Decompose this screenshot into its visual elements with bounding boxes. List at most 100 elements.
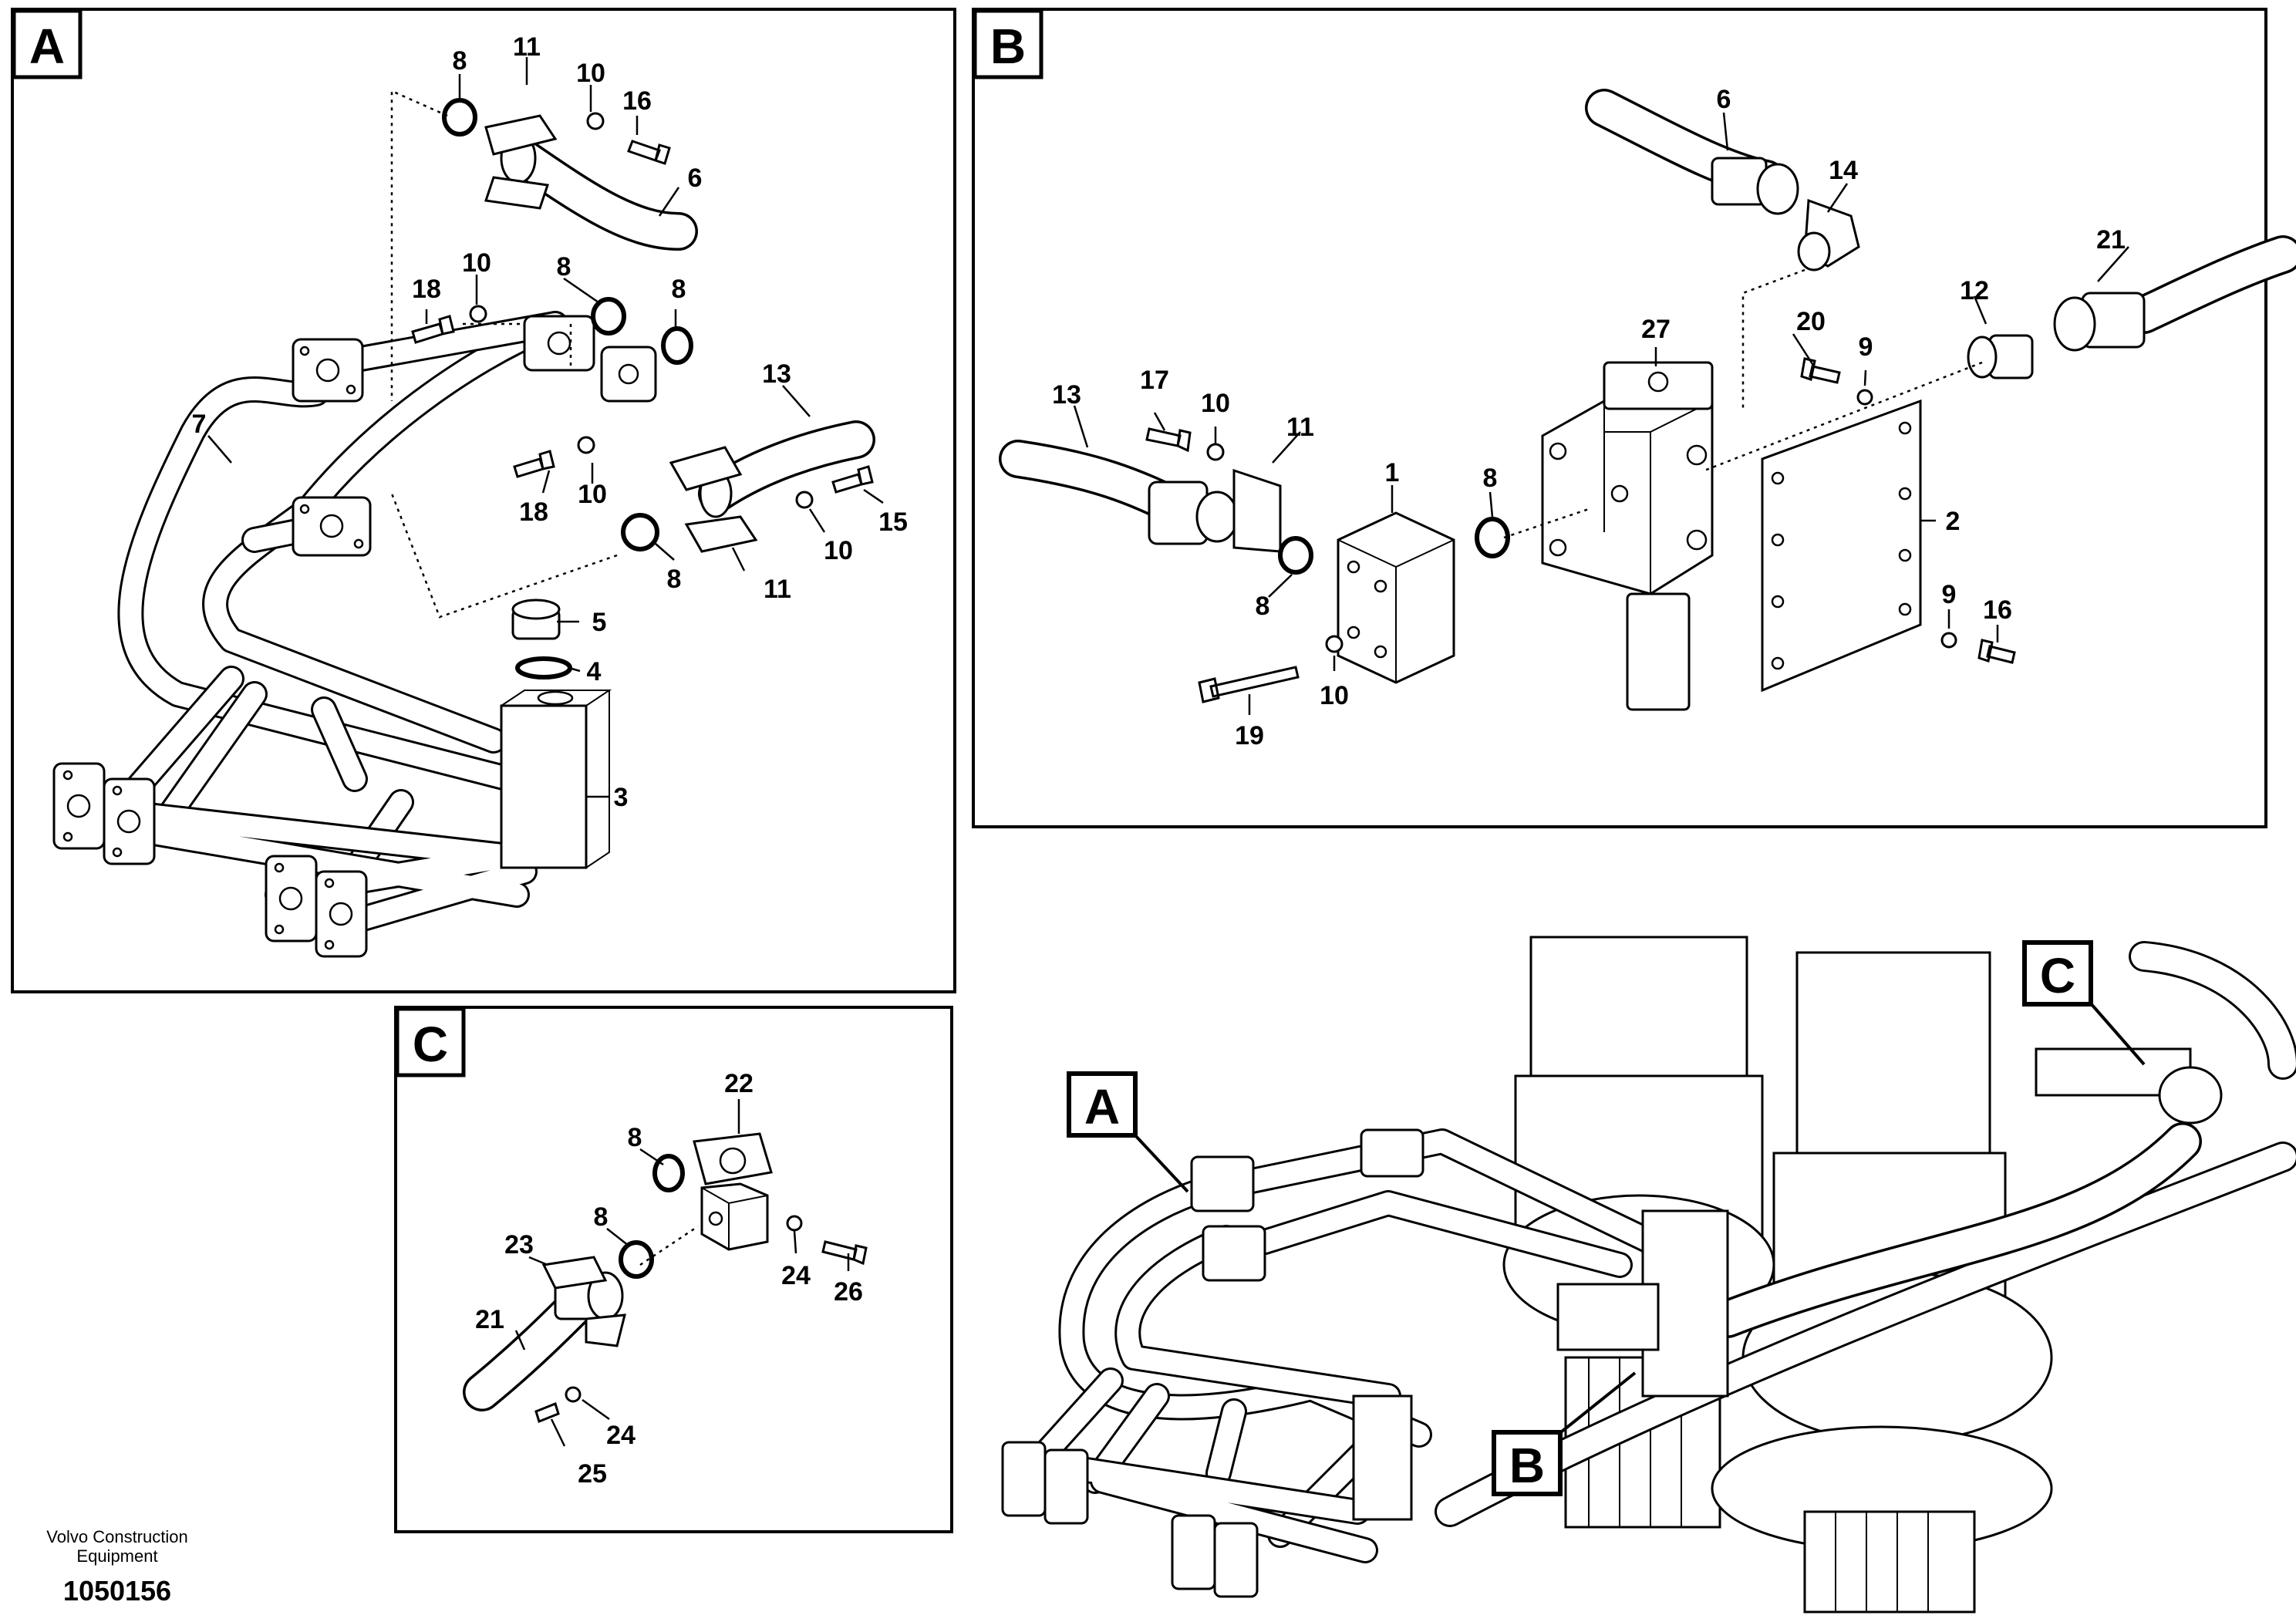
o-ring	[621, 513, 659, 551]
callout-label: 8	[1256, 592, 1270, 621]
callout-label: 11	[1286, 413, 1314, 442]
split-flange	[541, 1256, 608, 1290]
callout-label: 21	[2096, 225, 2126, 255]
flange-plate	[1171, 1514, 1216, 1590]
callout-label: 9	[1942, 580, 1957, 609]
flange-block	[693, 1132, 773, 1251]
hose-fitting	[2158, 1066, 2223, 1125]
callout-label: 20	[1796, 307, 1826, 336]
panel-a: A	[11, 8, 956, 993]
washer	[1206, 443, 1225, 461]
washer	[565, 1386, 582, 1403]
washer	[1940, 632, 1957, 649]
panel-a-hose-13	[669, 420, 875, 553]
o-ring	[515, 656, 572, 679]
washer	[786, 1215, 803, 1232]
o-ring	[1475, 517, 1510, 558]
panel-a-frame	[11, 8, 956, 993]
flange-plate	[103, 777, 156, 865]
drawing-number: 1050156	[63, 1575, 171, 1607]
callout-label: 18	[412, 275, 441, 304]
callout-label: 27	[1641, 315, 1671, 344]
callout-label: 15	[878, 508, 908, 537]
callout-label: 5	[592, 608, 607, 637]
panel-c-tag-box	[395, 1007, 466, 1077]
callout-label: 10	[462, 248, 491, 278]
flange-plate	[265, 855, 318, 943]
bolt	[1800, 357, 1841, 384]
valve-body	[1541, 361, 1714, 711]
hose-fitting	[1756, 163, 1799, 215]
callout-label: 4	[587, 657, 602, 686]
callout-label: 22	[724, 1069, 754, 1098]
panel-c: C 22 8 8 23 24 26 21 24	[394, 1006, 953, 1533]
flange-plate	[1202, 1225, 1266, 1282]
callout-label: 8	[672, 275, 686, 304]
bracket	[2035, 1047, 2192, 1097]
mounting-plate	[1761, 399, 1922, 693]
bolt	[1145, 427, 1192, 453]
callout-label: 13	[762, 359, 791, 389]
footer: Volvo Construction Equipment 1050156	[46, 1527, 187, 1607]
washer	[1856, 389, 1873, 406]
panel-b-callouts: 6 14 21 12 27 20 9 17 10 11 13 1 8 2 8 9…	[1052, 85, 2129, 750]
overview-tag-b: B	[1492, 1371, 1637, 1496]
overview-tag-c: C	[2022, 940, 2146, 1066]
callout-label: 10	[1201, 389, 1230, 418]
flange-plate	[1213, 1522, 1259, 1598]
callout-label: 10	[1320, 681, 1349, 710]
bolt	[1198, 666, 1300, 703]
company-name: Volvo Construction	[46, 1527, 187, 1546]
callout-label: 2	[1946, 507, 1961, 536]
callout-label: 13	[1052, 380, 1081, 410]
callout-label: 23	[504, 1230, 534, 1259]
bolt	[411, 315, 455, 344]
panel-c-callouts: 22 8 8 23 24 26 21 24 25	[475, 1069, 863, 1489]
panel-b: B	[972, 8, 2296, 828]
washer	[577, 436, 595, 454]
o-ring	[652, 1154, 685, 1192]
callout-label: 8	[1483, 464, 1498, 493]
flange-plate	[292, 496, 372, 557]
callout-label: 10	[824, 536, 853, 565]
manifold-block	[1352, 1394, 1413, 1521]
bolt	[831, 465, 874, 494]
callout-label: 11	[513, 32, 541, 62]
flange-plate	[292, 338, 364, 403]
panel-c-tag: C	[413, 1017, 448, 1072]
panel-c-frame	[394, 1006, 953, 1533]
company-name-line2: Equipment	[76, 1546, 157, 1566]
adapter-block	[1337, 511, 1455, 684]
flange-plate	[1043, 1448, 1089, 1525]
o-ring	[442, 98, 477, 137]
panel-b-frame	[972, 8, 2267, 828]
bolt	[534, 1402, 560, 1423]
split-flange	[1232, 468, 1282, 553]
overview-assembly	[1001, 936, 2296, 1614]
callout-label: 8	[453, 46, 467, 76]
callout-label: 9	[1859, 332, 1873, 362]
flange-plate	[52, 762, 106, 850]
o-ring	[619, 1240, 654, 1279]
callout-label: 1	[1385, 458, 1400, 487]
flange-plate	[600, 346, 657, 403]
panel-a-hose-6	[484, 114, 698, 251]
flange-plate	[1001, 1441, 1047, 1517]
panel-b-tag: B	[990, 19, 1026, 74]
panel-a-pipe-assembly	[52, 311, 657, 958]
o-ring	[661, 326, 693, 365]
flange-plate	[523, 315, 595, 372]
flange-plate	[1360, 1128, 1424, 1178]
panel-a-tag: A	[29, 19, 65, 74]
callout-label: 26	[834, 1277, 863, 1307]
callout-label: 17	[1140, 366, 1169, 395]
callout-label: 10	[576, 59, 605, 88]
callout-label: 11	[764, 575, 791, 604]
o-ring	[1278, 536, 1313, 575]
callout-label: 10	[578, 480, 607, 509]
callout-label: 19	[1235, 721, 1264, 750]
flange-plate	[1190, 1155, 1255, 1212]
callout-label: 18	[519, 497, 548, 527]
plug	[511, 599, 561, 640]
